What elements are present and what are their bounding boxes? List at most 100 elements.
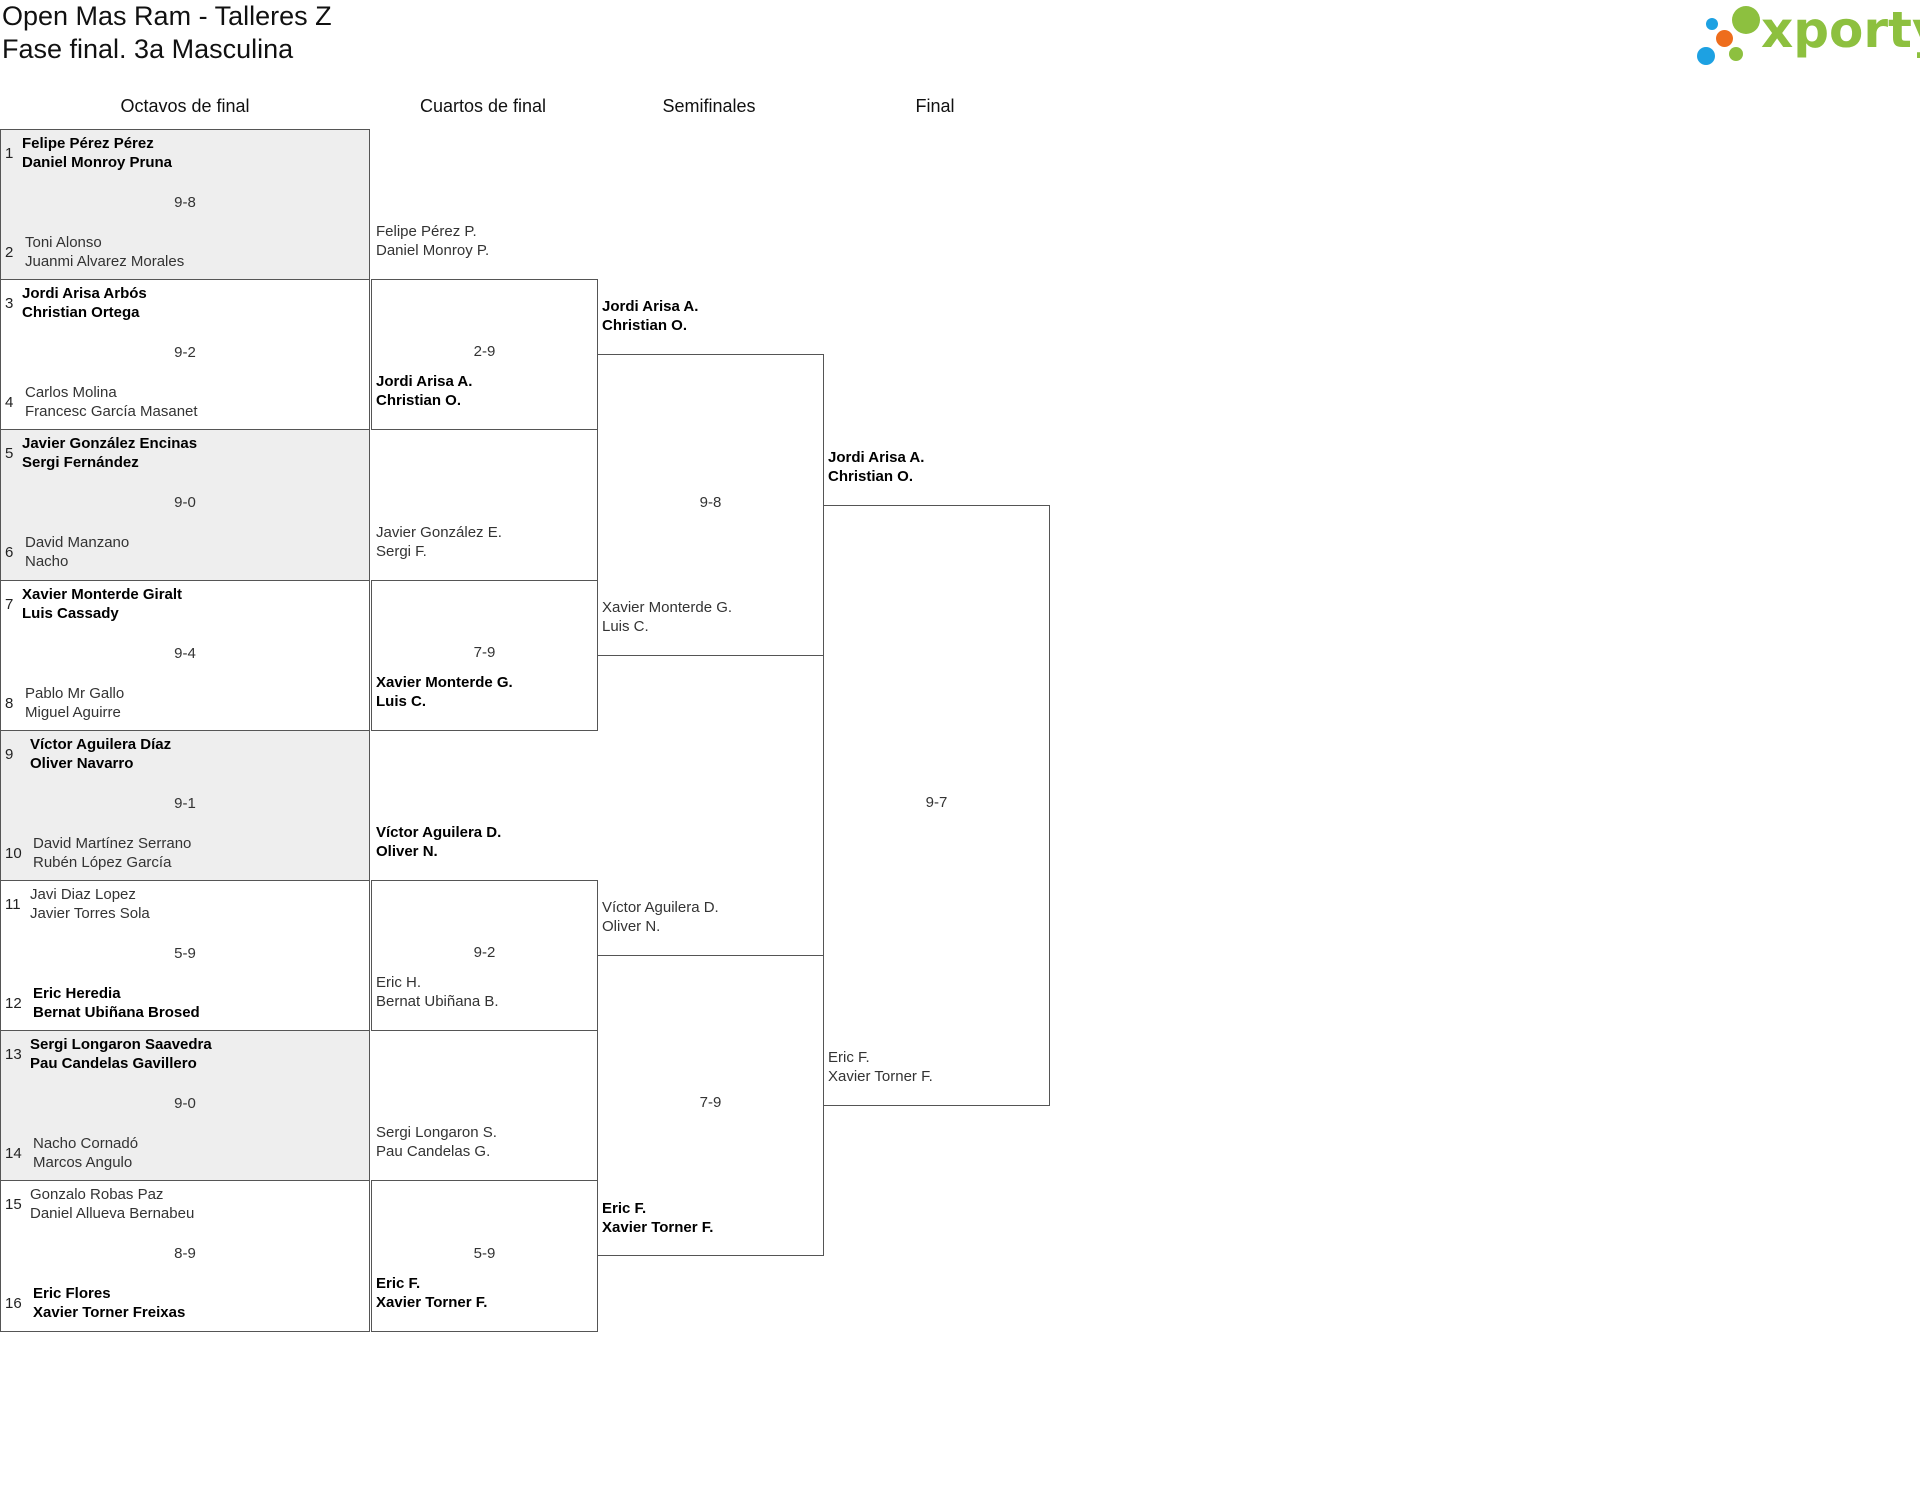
octavos-team-top-player1: Javi Diaz Lopez [30,886,136,903]
final-team-bottom-player2: Xavier Torner F. [828,1068,933,1086]
match-score: 9-0 [174,494,196,512]
final-team-top: Jordi Arisa A.Christian O. [828,448,924,486]
octavos-team-bottom-player2: Juanmi Alvarez Morales [25,253,185,270]
octavos-team-bottom-player2: Bernat Ubiñana Brosed [33,1004,200,1021]
round-header-cuartos: Cuartos de final [419,96,547,116]
final-match-box [823,504,1050,1107]
final-team-top-player2: Christian O. [828,467,914,485]
final-team-bottom: Eric F.Xavier Torner F. [828,1048,933,1086]
octavos-match [0,1030,370,1182]
octavos-match [0,729,370,881]
octavos-team-bottom-player2: Miguel Aguirre [25,703,121,721]
match-score: 9-8 [174,194,196,211]
octavos-match [0,129,370,281]
seed-number: 11 [5,896,21,913]
round-header-semis: Semifinales [662,96,756,116]
cuartos-team-top-player2: Sergi F. [376,542,427,560]
cuartos-team-bottom: Eric F.Xavier Torner F. [376,1274,487,1312]
semis-team-top: Jordi Arisa A.Christian O. [602,297,698,335]
seed-number: 3 [5,295,14,313]
octavos-team-top-player2: Sergi Fernández [22,454,139,472]
logo-dot-orange-icon [1716,30,1733,47]
cuartos-team-top-player1: Víctor Aguilera D. [376,824,502,841]
xporty-logo[interactable]: xporty [1694,1,1920,68]
logo-dot-blue-icon [1706,18,1718,30]
semis-team-top-player1: Víctor Aguilera D. [602,899,719,917]
octavos-team-top-player2: Christian Ortega [22,304,140,322]
cuartos-team-top: Felipe Pérez P.Daniel Monroy P. [376,222,489,260]
match-score: 9-4 [174,644,196,662]
cuartos-team-bottom: Eric H.Bernat Ubiñana B. [376,973,499,1011]
semis-team-bottom: Xavier Monterde G.Luis C. [602,598,732,636]
round-header-octavos: Octavos de final [120,96,250,116]
seed-number: 13 [5,1046,22,1064]
octavos-team-top-player1: Sergi Longaron Saavedra [30,1036,212,1054]
cuartos-team-bottom-player1: Eric H. [376,974,421,992]
octavos-team-bottom-player2: Xavier Torner Freixas [33,1304,186,1322]
cuartos-team-bottom-player2: Bernat Ubiñana B. [376,993,499,1011]
cuartos-team-top-player2: Pau Candelas G. [376,1143,491,1161]
match-score: 7-9 [699,1094,722,1112]
seed-number: 4 [5,394,14,412]
octavos-team-top-player2: Daniel Monroy Pruna [22,154,173,171]
cuartos-team-bottom-player1: Xavier Monterde G. [376,673,513,691]
octavos-team-top-player2: Javier Torres Sola [30,905,150,922]
logo-dot-green2-icon [1729,47,1743,61]
match-score: 9-7 [925,793,948,811]
semis-team-bottom-player2: Luis C. [602,617,649,635]
seed-number: 5 [5,445,14,463]
cuartos-team-bottom: Jordi Arisa A.Christian O. [376,372,472,410]
octavos-team-bottom-player2: Rubén López García [33,853,172,871]
octavos-team-bottom-player2: Marcos Angulo [33,1154,133,1172]
seed-number: 16 [5,1295,22,1313]
semis-team-bottom-player2: Xavier Torner F. [602,1218,714,1236]
cuartos-team-top-player1: Sergi Longaron S. [376,1124,497,1142]
cuartos-team-top-player1: Javier González E. [376,523,502,541]
octavos-team-top-player1: Gonzalo Robas Paz [30,1186,164,1204]
match-score: 7-9 [473,643,496,661]
cuartos-team-bottom-player2: Xavier Torner F. [376,1293,488,1311]
match-score: 5-9 [473,1244,496,1262]
octavos-team-top-player2: Daniel Allueva Bernabeu [30,1205,195,1223]
seed-number: 12 [5,995,22,1012]
octavos-team-top-player2: Luis Cassady [22,604,119,622]
octavos-team-bottom-player1: Eric Flores [33,1285,111,1303]
seed-number: 9 [5,745,14,763]
logo-dot-blue2-icon [1697,47,1715,65]
cuartos-team-top-player1: Felipe Pérez P. [376,223,477,241]
seed-number: 15 [5,1196,22,1214]
cuartos-team-top-player2: Daniel Monroy P. [376,242,490,260]
logo-dot-green-icon [1732,6,1760,34]
octavos-team-top-player1: Javier González Encinas [22,435,198,453]
match-score: 2-9 [473,343,496,361]
octavos-team-top-player1: Víctor Aguilera Díaz [30,735,172,753]
semis-team-top-player2: Oliver N. [602,918,661,936]
final-team-top-player1: Jordi Arisa A. [828,448,925,466]
octavos-team-bottom-player2: Francesc García Masanet [25,403,198,421]
final-team-bottom-player1: Eric F. [828,1049,870,1067]
seed-number: 2 [5,244,14,261]
cuartos-team-top-player2: Oliver N. [376,843,438,860]
octavos-team-bottom-player2: Nacho [25,553,69,571]
round-header-final: Final [915,96,955,116]
seed-number: 10 [5,844,22,862]
octavos-team-bottom-player1: Toni Alonso [25,234,102,251]
match-score: 8-9 [174,1245,196,1263]
seed-number: 14 [5,1145,22,1163]
match-score: 9-1 [174,794,196,812]
semis-team-top-player1: Jordi Arisa A. [602,298,699,316]
octavos-team-top-player1: Jordi Arisa Arbós [22,285,147,303]
